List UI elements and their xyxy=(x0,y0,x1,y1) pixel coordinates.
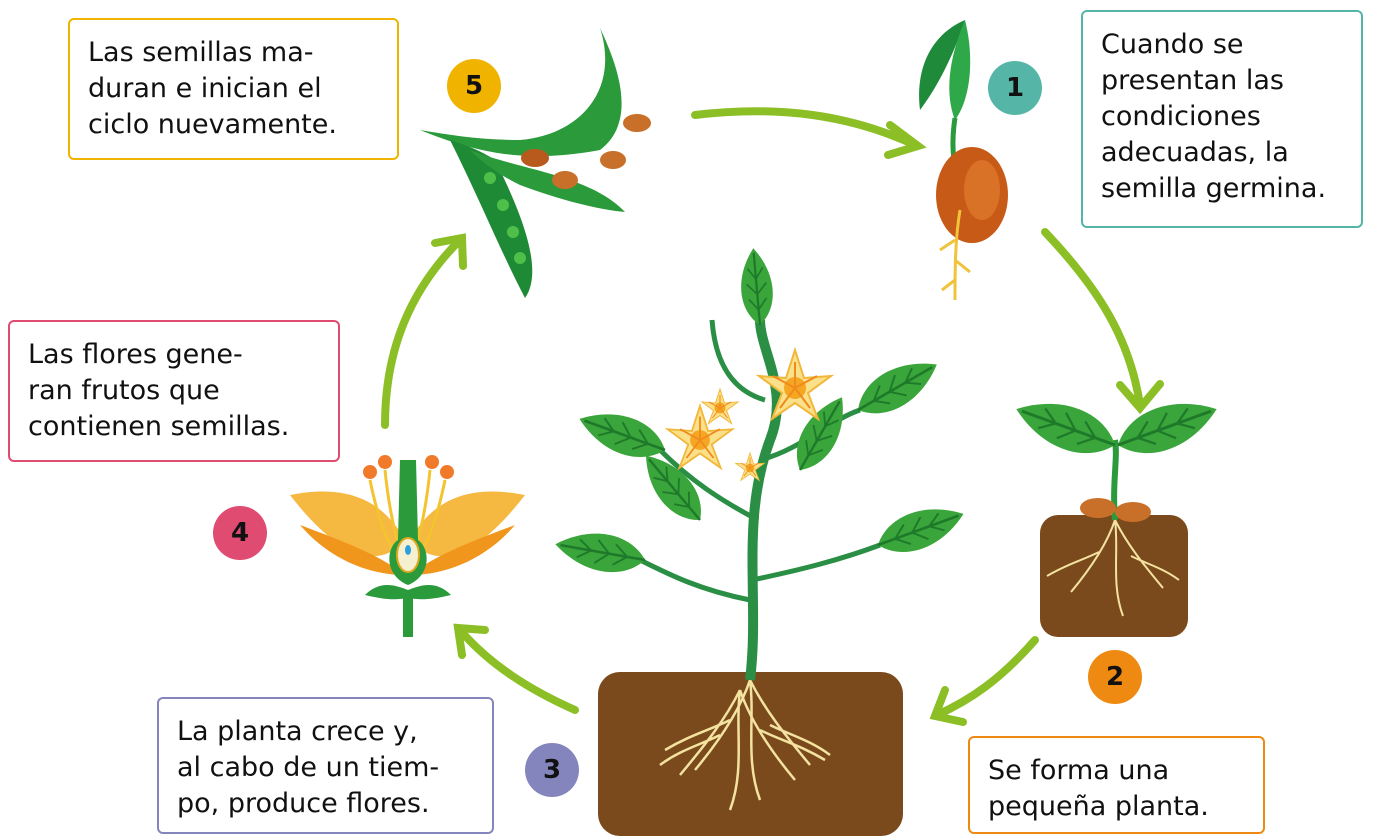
seed-pods-icon xyxy=(420,28,651,298)
caption-line: po, produce flores. xyxy=(177,788,430,819)
arrow-4-to-5 xyxy=(381,236,464,429)
arrow-2-to-3 xyxy=(933,636,1039,719)
caption-line: adecuadas, la xyxy=(1101,137,1289,168)
caption-line: condiciones xyxy=(1101,101,1261,132)
caption-line: duran e inician el xyxy=(88,73,322,104)
step-2-badge: 2 xyxy=(1088,650,1142,704)
caption-line: Las flores gene- xyxy=(28,339,243,370)
caption-line: contienen semillas. xyxy=(28,411,290,442)
flowering-plant-icon xyxy=(550,245,972,836)
caption-line: semilla germina. xyxy=(1101,173,1327,204)
caption-line: presentan las xyxy=(1101,65,1284,96)
caption-line: pequeña planta. xyxy=(988,791,1209,822)
arrow-1-to-2 xyxy=(1041,228,1144,409)
arrowhead-2-to-3 xyxy=(929,686,967,726)
flower-cross-section-icon xyxy=(290,455,525,637)
caption-line: Las semillas ma- xyxy=(88,37,314,68)
arrowhead-5-to-1 xyxy=(884,121,927,159)
arrowhead-4-to-5 xyxy=(431,233,467,270)
step-2-box: Se forma una pequeña planta. xyxy=(968,736,1265,834)
caption-line: La planta crece y, xyxy=(177,716,418,747)
germinating-seed-icon xyxy=(919,20,1008,301)
step-3-badge: 3 xyxy=(525,743,579,797)
caption-line: ciclo nuevamente. xyxy=(88,109,337,140)
step-5-box: Las semillas ma-duran e inician el ciclo … xyxy=(68,18,399,160)
step-1-badge: 1 xyxy=(988,61,1042,115)
step-4-box: Las flores gene-ran frutos que contienen … xyxy=(8,320,340,462)
caption-line: Cuando se xyxy=(1101,29,1244,60)
cycle-arrows xyxy=(381,107,1164,726)
arrowhead-1-to-2 xyxy=(1116,380,1164,415)
caption-line: ran frutos que xyxy=(28,375,220,406)
step-1-box: Cuando se presentan las condiciones adecuad… xyxy=(1081,10,1363,228)
arrow-5-to-1 xyxy=(691,107,919,149)
step-5-badge: 5 xyxy=(447,59,501,113)
arrow-3-to-4 xyxy=(456,626,579,714)
caption-line: al cabo de un tiem- xyxy=(177,752,440,783)
step-3-box: La planta crece y, al cabo de un tiem-po,… xyxy=(157,697,494,834)
caption-line: Se forma una xyxy=(988,755,1170,786)
seedling-icon xyxy=(1007,387,1226,637)
arrowhead-3-to-4 xyxy=(453,623,489,659)
step-4-badge: 4 xyxy=(213,506,267,560)
